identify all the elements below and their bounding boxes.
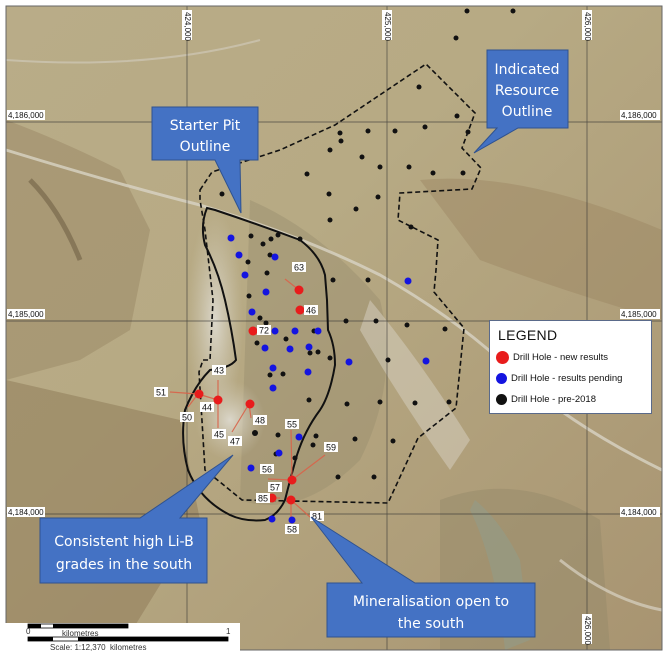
callout-consistent-grades: Consistent high Li-B grades in the south (39, 454, 234, 584)
scale-unit-top: kilometres (62, 629, 99, 638)
drill-holes-pre-2018 (219, 8, 516, 480)
legend-label: Drill Hole - pre-2018 (511, 394, 597, 405)
svg-text:Indicated: Indicated (494, 62, 559, 78)
callout-starter-pit: Starter Pit Outline (151, 106, 259, 214)
blue-circle-icon (496, 373, 507, 384)
svg-text:81: 81 (312, 512, 322, 522)
svg-text:58: 58 (287, 525, 297, 535)
svg-text:grades in the south: grades in the south (56, 557, 192, 573)
svg-text:4,186,000: 4,186,000 (621, 111, 657, 120)
svg-text:Outline: Outline (180, 139, 231, 155)
legend-label: Drill Hole - results pending (511, 373, 623, 384)
legend-item-pre-2018: Drill Hole - pre-2018 (496, 389, 645, 410)
svg-text:56: 56 (262, 465, 272, 475)
svg-text:Starter Pit: Starter Pit (170, 118, 241, 134)
map-legend: LEGEND Drill Hole - new results Drill Ho… (489, 320, 652, 414)
legend-item-results-pending: Drill Hole - results pending (496, 368, 645, 389)
svg-text:55: 55 (287, 420, 297, 430)
drill-holes-results-pending (227, 234, 430, 524)
svg-text:50: 50 (182, 413, 192, 423)
drill-hole-labels: 63 46 72 43 51 44 50 48 45 55 47 59 56 5… (154, 262, 338, 535)
terrain-features (5, 39, 663, 650)
scale-unit-bottom: kilometres (110, 643, 147, 652)
northing-labels: 4,186,000 4,186,000 4,185,000 4,185,000 … (7, 110, 660, 517)
svg-text:59: 59 (326, 443, 336, 453)
svg-text:51: 51 (156, 388, 166, 398)
svg-text:48: 48 (255, 416, 265, 426)
svg-text:424,000: 424,000 (183, 12, 192, 41)
svg-text:Resource: Resource (495, 83, 559, 99)
drill-holes-new-results (194, 285, 305, 505)
indicated-resource-outline (198, 62, 482, 504)
svg-text:Outline: Outline (502, 104, 553, 120)
svg-text:4,184,000: 4,184,000 (8, 508, 44, 517)
callout-mineralisation: Mineralisation open to the south (310, 516, 536, 638)
scale-one: 1 (226, 627, 231, 636)
legend-label: Drill Hole - new results (513, 352, 609, 363)
svg-text:85: 85 (258, 494, 268, 504)
svg-text:43: 43 (214, 366, 224, 376)
svg-text:the south: the south (398, 616, 465, 632)
svg-text:426,000: 426,000 (583, 616, 592, 645)
svg-text:4,185,000: 4,185,000 (8, 310, 44, 319)
svg-text:Mineralisation open to: Mineralisation open to (353, 594, 509, 610)
svg-text:4,184,000: 4,184,000 (621, 508, 657, 517)
svg-text:426,000: 426,000 (583, 12, 592, 41)
svg-text:4,186,000: 4,186,000 (8, 111, 44, 120)
starter-pit-outline (182, 206, 337, 522)
svg-text:Consistent high Li-B: Consistent high Li-B (54, 534, 193, 550)
svg-text:63: 63 (294, 263, 304, 273)
svg-text:72: 72 (259, 326, 269, 336)
scale-zero: 0 (26, 627, 31, 636)
easting-labels: 424,000 425,000 426,000 426,000 (182, 10, 592, 645)
svg-text:4,185,000: 4,185,000 (621, 310, 657, 319)
svg-text:45: 45 (214, 430, 224, 440)
svg-text:57: 57 (270, 483, 280, 493)
scale-bar-graphic (27, 623, 229, 642)
black-circle-icon (496, 394, 507, 405)
svg-text:47: 47 (230, 437, 240, 447)
svg-text:46: 46 (306, 306, 316, 316)
svg-text:44: 44 (202, 403, 212, 413)
callout-indicated-resource: Indicated Resource Outline (473, 49, 569, 154)
legend-title: LEGEND (498, 327, 558, 343)
scale-bar: 0 1 kilometres Scale: 1:12,370 kilometre… (0, 623, 240, 653)
red-circle-icon (496, 351, 509, 364)
legend-item-new-results: Drill Hole - new results (496, 347, 645, 368)
svg-text:425,000: 425,000 (383, 12, 392, 41)
scale-ratio: Scale: 1:12,370 (50, 643, 106, 652)
